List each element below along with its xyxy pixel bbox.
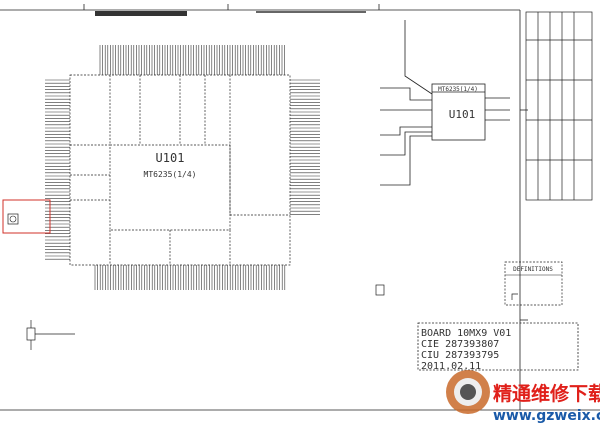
board-info-line2: CIE 287393807 bbox=[421, 339, 499, 350]
right-chip-ref: U101 bbox=[449, 108, 476, 121]
right-chip-block bbox=[380, 20, 510, 186]
title-block bbox=[525, 11, 593, 201]
bottom-left-component bbox=[26, 284, 385, 350]
main-chip-block bbox=[69, 74, 291, 266]
highlight-box bbox=[2, 199, 51, 234]
board-info-line3: CIU 287393795 bbox=[421, 350, 499, 361]
right-chip-part: MT6235(1/4) bbox=[438, 86, 478, 93]
watermark-url: www.gzweix.com bbox=[493, 408, 600, 423]
main-chip-ref: U101 bbox=[156, 151, 185, 165]
definitions-title: DEFINITIONS bbox=[513, 266, 553, 273]
main-chip-part: MT6235(1/4) bbox=[144, 170, 197, 179]
board-info-line1: BOARD 10MX9 V01 bbox=[421, 328, 511, 339]
sheet-frame bbox=[0, 4, 600, 411]
header-note bbox=[256, 11, 366, 13]
definition-symbol bbox=[511, 293, 518, 300]
connector-pin bbox=[9, 215, 17, 223]
chip-pins bbox=[45, 45, 320, 290]
header-label-bar bbox=[95, 11, 187, 16]
watermark-cn-text: 精通维修下载 bbox=[493, 382, 600, 405]
board-info-line4: 2011.02.11 bbox=[421, 361, 481, 372]
definitions-box bbox=[504, 261, 563, 306]
watermark-logo bbox=[446, 370, 490, 414]
board-info-box bbox=[417, 322, 579, 371]
connector-symbol bbox=[7, 213, 19, 225]
